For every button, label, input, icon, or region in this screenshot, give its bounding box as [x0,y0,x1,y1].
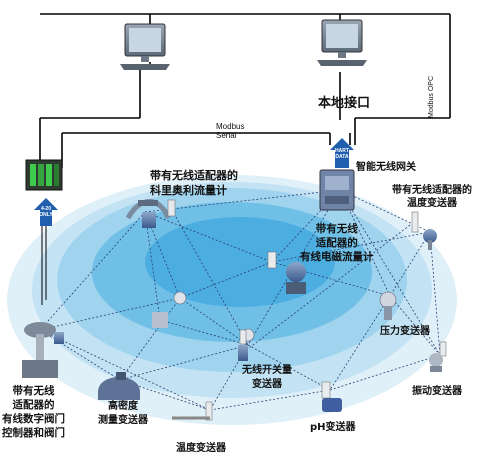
valve-label: 带有无线 适配器的 有线数字阀门 控制器和阀门 [2,385,65,439]
magflow-label: 带有无线 适配器的 有线电磁流量计 [300,223,374,263]
local-interface-label: 本地接口 [318,96,371,111]
analog-signal-arrow [34,198,58,305]
workstation-right-icon [317,19,367,66]
temp-transmitter-top-icon [411,211,437,250]
ph-transmitter-icon [321,381,342,412]
gateway-label: 智能无线网关 [356,162,416,173]
hart-data-arrow [330,138,354,168]
coriolis-label: 带有无线适配器的 科里奥利流量计 [150,169,238,197]
ph-label: pH变送器 [310,422,356,433]
density-label: 高密度 测量变送器 [98,401,148,426]
wireless-mesh-area [7,175,457,425]
mid-transmitter-left-icon [152,291,187,328]
wireless-gateway-icon [319,169,355,211]
coriolis-antenna-icon [167,199,176,217]
magflow-meter-icon [267,251,306,294]
modbus-opc-label: Modbus OPC [428,75,435,118]
workstation-left-icon [120,23,170,70]
mesh-links [39,189,441,411]
io-signal-text: 4-20 ONLY [39,206,53,218]
temp-top-label: 带有无线适配器的 温度变送器 [392,185,472,209]
pressure-label: 压力变送器 [380,326,430,337]
hart-data-text: HART DATA [335,148,349,160]
vibration-label: 振动变送器 [412,386,462,397]
pressure-transmitter-icon [379,291,397,320]
valve-controller-icon [22,322,64,378]
coriolis-flowmeter-icon [125,199,171,228]
modbus-serial-label: Modbus Serial [216,122,245,140]
wired-network [39,13,451,168]
temp-transmitter-bottom-icon [172,401,213,421]
density-transmitter-icon [98,372,140,400]
switch-label: 无线开关量 变送器 [242,365,292,390]
switch-transmitter-icon [238,329,248,361]
io-controller-icon [25,159,63,191]
temperature-label: 温度变送器 [176,443,226,454]
vibration-transmitter-icon [429,341,447,372]
